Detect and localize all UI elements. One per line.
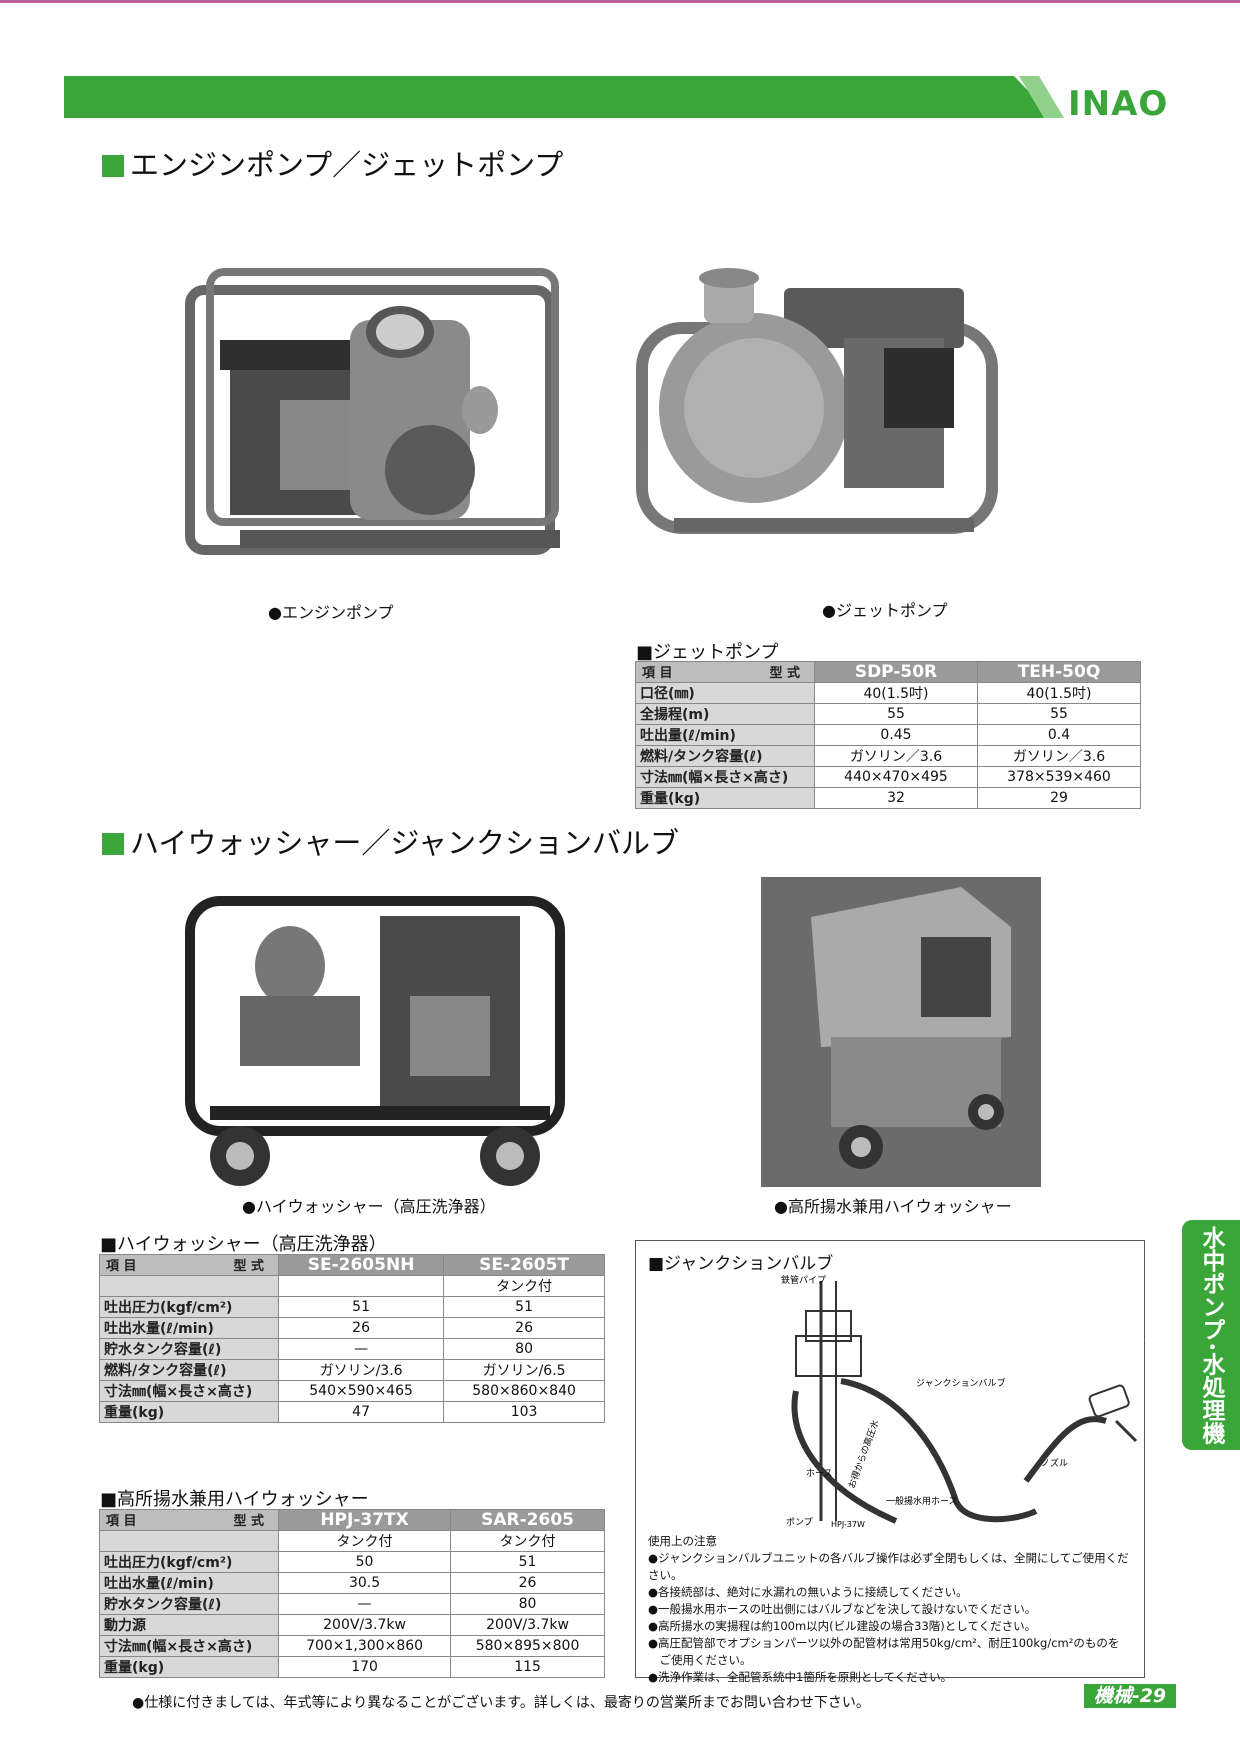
high-lift-spec-table: 項 目型 式 HPJ-37TX SAR-2605 タンク付タンク付 吐出圧力(k… [99,1509,605,1678]
top-rule [0,0,1240,3]
header-banner [64,76,1064,118]
model-header: SE-2605NH [277,1254,445,1276]
model-header: SDP-50R [814,661,978,683]
brand-logo: INAO [1068,84,1169,124]
caption-engine-pump: ●エンジンポンプ [268,603,394,622]
jet-pump-photo [634,268,1014,588]
table-row: タンク付タンク付 [99,1530,605,1552]
high-table-title: ■高所揚水兼用ハイウォッシャー [100,1489,369,1510]
table-header-row: 項 目型 式 SE-2605NH SE-2605T [99,1254,605,1276]
section-title-washer: ハイウォッシャー／ジャンクションバルブ [102,820,679,862]
svg-text:HPJ-37W: HPJ-37W [831,1520,865,1529]
junction-title: ■ジャンクションバルブ [648,1254,834,1274]
corner-cell: 項 目型 式 [99,1254,279,1276]
caption-high-lift-washer: ●高所揚水兼用ハイウォッシャー [774,1197,1012,1216]
category-side-tab[interactable]: 水中ポンプ･水処理機器 [1140,1220,1240,1450]
section-title-engine-pump: エンジンポンプ／ジェットポンプ [102,142,563,184]
green-square-icon [102,833,124,855]
svg-text:お得からの高圧水: お得からの高圧水 [846,1418,882,1490]
svg-text:ジャンクションバルブ: ジャンクションバルブ [916,1377,1006,1389]
usage-notes: 使用上の注意 ●ジャンクションバルブユニットの各バルブ操作は必ず全閉もしくは、全… [648,1534,1129,1684]
green-square-icon [102,155,124,177]
table-row: 貯水タンク容量(ℓ)—80 [99,1338,605,1360]
svg-text:一般揚水用ホース: 一般揚水用ホース [886,1495,958,1507]
junction-valve-box: ■ジャンクションバルブ 鉄管パイプ ジャンクションバルブ ノズル ホース お得か… [635,1240,1145,1684]
junction-valve-diagram: 鉄管パイプ ジャンクションバルブ ノズル ホース お得からの高圧水 一般揚水用ホ… [781,1274,1138,1529]
table-row: タンク付 [99,1275,605,1297]
washer-spec-table: 項 目型 式 SE-2605NH SE-2605T タンク付 吐出圧力(kgf/… [99,1254,605,1423]
svg-text:ノズル: ノズル [1041,1457,1068,1469]
page-number: 機械-29 [1084,1684,1176,1708]
caption-jet-pump: ●ジェットポンプ [822,601,948,620]
model-header: TEH-50Q [977,661,1141,683]
svg-text:鉄管パイプ: 鉄管パイプ [781,1274,826,1286]
caption-high-washer: ●ハイウォッシャー（高圧洗浄器） [242,1197,496,1216]
svg-text:ポンプ: ポンプ [786,1517,813,1528]
table-header-row: 項 目型 式 SDP-50R TEH-50Q [635,661,1141,683]
high-lift-washer-photo [761,877,1041,1187]
svg-text:ホース: ホース [806,1468,833,1479]
jet-table-title: ■ジェットポンプ [636,642,779,663]
high-washer-photo [180,876,580,1196]
model-header: SAR-2605 [450,1509,605,1531]
table-header-row: 項 目型 式 HPJ-37TX SAR-2605 [99,1509,605,1531]
model-header: SE-2605T [443,1254,605,1276]
engine-pump-photo [180,260,580,590]
table-row: 貯水タンク容量(ℓ)—80 [99,1593,605,1615]
corner-cell: 項 目型 式 [635,661,815,683]
corner-cell: 項 目型 式 [99,1509,279,1531]
model-header: HPJ-37TX [277,1509,452,1531]
washer-table-title: ■ハイウォッシャー（高圧洗浄器） [100,1234,387,1255]
jet-pump-spec-table: 項 目型 式 SDP-50R TEH-50Q 口径(㎜)40(1.5吋)40(1… [635,661,1141,809]
table-row: 口径(㎜)40(1.5吋)40(1.5吋) [635,682,1141,704]
footer-note: ●仕様に付きましては、年式等により異なることがございます。詳しくは、最寄りの営業… [132,1695,870,1711]
